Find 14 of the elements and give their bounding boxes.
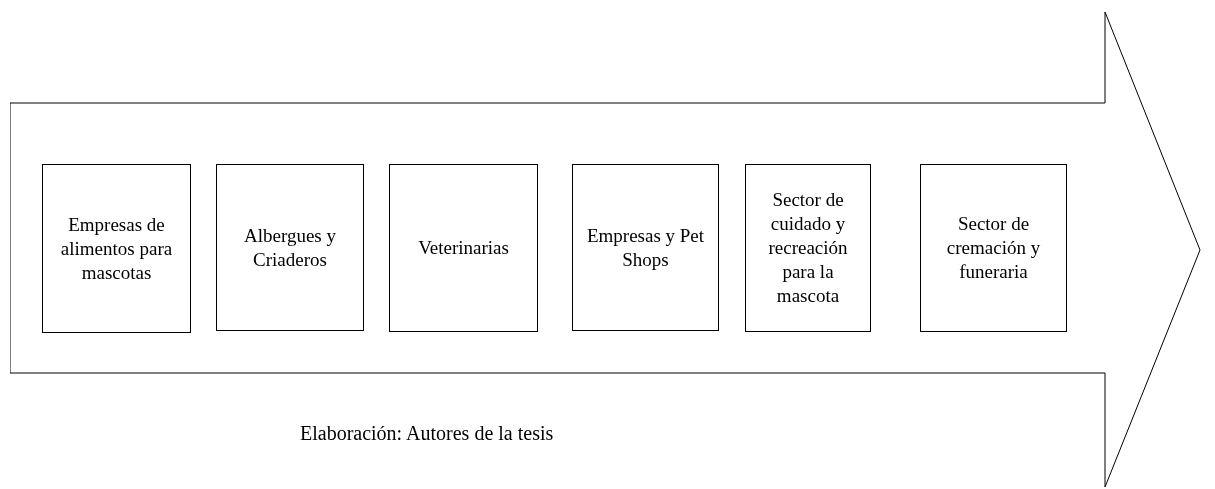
- process-box: [572, 164, 719, 331]
- box-text: Empresas de alimentos para mascotas: [59, 212, 174, 285]
- process-box: [745, 164, 871, 332]
- box-text: Sector de cremación y funeraria: [945, 212, 1042, 284]
- block-arrow: [10, 12, 1201, 488]
- process-box: [216, 164, 364, 331]
- process-box: [42, 164, 191, 333]
- box-text: Empresas y Pet Shops: [585, 223, 706, 272]
- box-text: Sector de cuidado y recreación para la mascota: [767, 188, 849, 308]
- process-box: [389, 164, 538, 332]
- box-text: Veterinarias: [418, 236, 509, 260]
- process-box: [920, 164, 1067, 332]
- caption: Elaboración: Autores de la tesis: [300, 422, 554, 445]
- box-text: Albergues y Criaderos: [243, 223, 337, 272]
